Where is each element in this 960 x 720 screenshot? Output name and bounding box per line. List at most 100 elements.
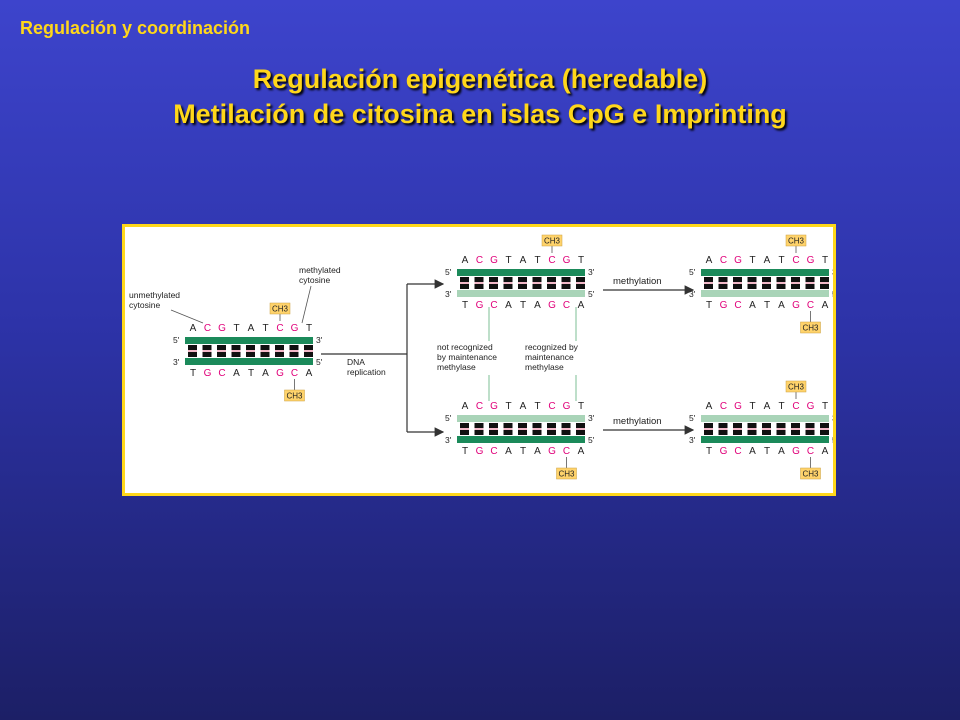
- daughter-bottom-top-base-2: G: [490, 401, 498, 412]
- recognized-label-3: methylase: [525, 362, 564, 372]
- daughter-bottom-rung-b-1: [474, 430, 484, 435]
- parent-duplex-rung-a-0: [188, 345, 197, 350]
- daughter-bottom-rung-b-2: [489, 430, 498, 435]
- recognized-label-2: maintenance: [525, 352, 574, 362]
- daughter-bottom-top-base-5: T: [534, 401, 540, 412]
- daughter-top-rung-p-8: [576, 282, 585, 284]
- final-bottom-rung-a-5: [776, 423, 786, 428]
- parent-duplex-bottom-base-5: A: [262, 368, 269, 379]
- final-bottom-rung-a-7: [805, 423, 815, 428]
- methylation-label-bottom: methylation: [613, 416, 662, 427]
- final-bottom-bottom-base-0: T: [706, 446, 712, 457]
- final-top-bottom-base-0: T: [706, 300, 712, 311]
- daughter-top-top-base-3: T: [505, 255, 511, 266]
- final-top-rung-a-2: [733, 277, 742, 282]
- final-top-rung-b-6: [791, 284, 800, 289]
- final-top-rung-b-2: [733, 284, 742, 289]
- daughter-top-bottom-base-4: T: [520, 300, 526, 311]
- final-bottom-rung-p-2: [733, 428, 742, 430]
- parent-duplex-rung-p-3: [231, 350, 241, 352]
- parent-duplex-bottom-3-end: 3': [173, 357, 180, 367]
- final-bottom-rung-b-7: [805, 430, 815, 435]
- final-top-rung-a-7: [805, 277, 815, 282]
- parent-duplex-rung-a-3: [231, 345, 241, 350]
- not-recognized-label-3: methylase: [437, 362, 476, 372]
- final-bottom-top-base-4: A: [764, 401, 771, 412]
- parent-duplex-rung-a-4: [246, 345, 255, 350]
- parent-duplex-bottom-base-8: A: [306, 368, 313, 379]
- daughter-top-rung-b-0: [460, 284, 469, 289]
- final-top-top-base-7: G: [807, 255, 815, 266]
- final-bottom-rung-p-5: [776, 428, 786, 430]
- final-top-rung-a-8: [820, 277, 829, 282]
- title-line-1: Regulación epigenética (heredable): [252, 64, 708, 94]
- final-top-rung-a-4: [762, 277, 771, 282]
- final-top-bottom-strand: [701, 290, 829, 297]
- daughter-bottom-bottom-base-1: G: [476, 446, 484, 457]
- final-bottom-rung-p-3: [747, 428, 757, 430]
- final-top-rung-p-0: [704, 282, 713, 284]
- daughter-top-rung-a-8: [576, 277, 585, 282]
- final-bottom-rung-b-8: [820, 430, 829, 435]
- final-top-top-base-1: C: [720, 255, 727, 266]
- daughter-top-rung-b-3: [503, 284, 513, 289]
- final-bottom-top-base-0: A: [706, 401, 713, 412]
- daughter-bottom-bottom-ch3-box: [556, 467, 577, 480]
- daughter-bottom-bottom-base-4: T: [520, 446, 526, 457]
- methylated-label-1: methylated: [299, 265, 341, 275]
- final-bottom-rung-b-0: [704, 430, 713, 435]
- final-top-rung-p-8: [820, 282, 829, 284]
- final-bottom-rung-a-1: [718, 423, 728, 428]
- parent-duplex-top-base-3: T: [233, 323, 239, 334]
- final-top-rung-a-0: [704, 277, 713, 282]
- parent-duplex-rung-b-1: [202, 352, 212, 357]
- final-top-bottom-base-6: G: [792, 300, 800, 311]
- final-top-rung-a-3: [747, 277, 757, 282]
- daughter-top-rung-a-6: [547, 277, 556, 282]
- final-bottom-bottom-base-1: G: [720, 446, 728, 457]
- final-top-top-base-3: T: [749, 255, 755, 266]
- daughter-top-rung-p-1: [474, 282, 484, 284]
- final-bottom-rung-p-1: [718, 428, 728, 430]
- parent-duplex-bottom-base-1: G: [204, 368, 212, 379]
- daughter-top-top-base-2: G: [490, 255, 498, 266]
- final-bottom-bottom-5-end: 5': [832, 435, 833, 445]
- final-bottom-rung-a-2: [733, 423, 742, 428]
- daughter-bottom-rung-a-1: [474, 423, 484, 428]
- daughter-top-top-base-5: T: [534, 255, 540, 266]
- slide-header: Regulación y coordinación: [20, 18, 251, 38]
- daughter-top-rung-b-4: [518, 284, 527, 289]
- daughter-top-rung-p-7: [561, 282, 571, 284]
- dna-replication-label-2: replication: [347, 367, 386, 377]
- parent-duplex-rung-p-1: [202, 350, 212, 352]
- daughter-top-bottom-base-6: G: [548, 300, 556, 311]
- daughter-top-rung-b-2: [489, 284, 498, 289]
- daughter-top-rung-a-2: [489, 277, 498, 282]
- daughter-top-top-base-0: A: [462, 255, 469, 266]
- final-top-rung-a-6: [791, 277, 800, 282]
- final-bottom-top-base-7: G: [807, 401, 815, 412]
- daughter-top-rung-b-7: [561, 284, 571, 289]
- daughter-bottom-top-base-6: C: [548, 401, 555, 412]
- daughter-top-rung-p-3: [503, 282, 513, 284]
- final-bottom-rung-p-0: [704, 428, 713, 430]
- daughter-top-bottom-base-2: C: [490, 300, 497, 311]
- daughter-top-top-base-7: G: [563, 255, 571, 266]
- final-bottom-rung-a-3: [747, 423, 757, 428]
- final-top-rung-p-1: [718, 282, 728, 284]
- parent-duplex-top-base-1: C: [204, 323, 211, 334]
- daughter-top-rung-b-8: [576, 284, 585, 289]
- parent-duplex-top-base-2: G: [218, 323, 226, 334]
- final-top-rung-b-8: [820, 284, 829, 289]
- daughter-top-bottom-3-end: 3': [445, 289, 452, 299]
- final-bottom-bottom-3-end: 3': [689, 435, 696, 445]
- daughter-top-bottom-base-5: A: [534, 300, 541, 311]
- parent-duplex-rung-b-5: [260, 352, 270, 357]
- not-recognized-label-1: not recognized: [437, 342, 493, 352]
- daughter-bottom-rung-b-5: [532, 430, 542, 435]
- final-bottom-top-base-5: T: [778, 401, 784, 412]
- daughter-top-top-base-4: A: [520, 255, 527, 266]
- parent-duplex-top-3-end: 3': [316, 335, 323, 345]
- parent-duplex-top-base-6: C: [276, 323, 283, 334]
- final-top-bottom-ch3-box: [800, 321, 821, 334]
